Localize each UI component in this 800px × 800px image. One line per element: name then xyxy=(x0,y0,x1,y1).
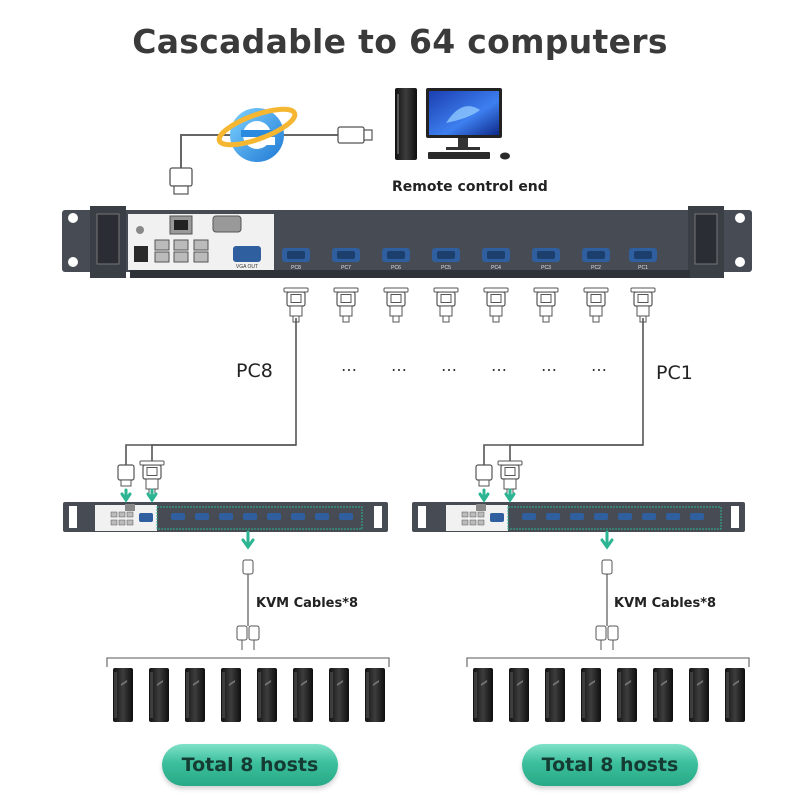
master-vga-port: PC7 xyxy=(332,248,360,271)
ellipsis-6: … xyxy=(591,356,607,375)
master-vga-port: PC5 xyxy=(432,248,460,271)
master-port-label: PC8 xyxy=(291,265,301,271)
kvm-cables-label-right: KVM Cables*8 xyxy=(614,596,717,611)
total-hosts-badge-left: Total 8 hosts xyxy=(162,744,338,786)
slave-kvm-switch xyxy=(63,460,390,722)
host-tower-icon xyxy=(617,668,637,722)
master-vga-port: PC8 xyxy=(282,248,310,271)
vga-connector-icon xyxy=(583,287,609,323)
host-tower-icon xyxy=(185,668,205,722)
master-kvm-switch: VGA OUT xyxy=(62,206,752,278)
slave-input-plugs xyxy=(475,460,523,503)
green-arrow-icon xyxy=(241,530,255,550)
master-ports: PC8 PC7 PC6 PC5 PC4 PC3 PC2 PC1 xyxy=(282,248,657,271)
ellipsis-1: … xyxy=(341,356,357,375)
pc1-branch-label: PC1 xyxy=(656,362,693,384)
kvm-cables-label-left: KVM Cables*8 xyxy=(256,596,359,611)
master-vga-port: PC4 xyxy=(482,248,510,271)
internet-explorer-icon xyxy=(216,106,298,162)
network-plug-icon xyxy=(169,126,373,195)
vga-connector-icon xyxy=(333,287,359,323)
green-arrow-icon xyxy=(600,530,614,550)
master-port-label: PC6 xyxy=(391,265,401,271)
host-computers xyxy=(113,668,385,722)
vga-connector-icon xyxy=(630,287,656,323)
green-arrow-icon xyxy=(478,488,490,503)
vga-connector-icon xyxy=(433,287,459,323)
host-tower-icon xyxy=(653,668,673,722)
host-tower-icon xyxy=(329,668,349,722)
master-vga-port: PC6 xyxy=(382,248,410,271)
master-port-label: PC4 xyxy=(491,265,501,271)
host-tower-icon xyxy=(473,668,493,722)
host-tower-icon xyxy=(221,668,241,722)
host-tower-icon xyxy=(293,668,313,722)
master-port-label: PC1 xyxy=(638,265,648,271)
host-tower-icon xyxy=(725,668,745,722)
host-bracket xyxy=(106,657,390,667)
slave-kvm-switch xyxy=(412,460,750,722)
host-tower-icon xyxy=(149,668,169,722)
internet-connection xyxy=(180,134,345,175)
ellipsis-3: … xyxy=(441,356,457,375)
vga-connector-icon xyxy=(483,287,509,323)
green-arrow-icon xyxy=(504,488,516,503)
master-port-label: PC2 xyxy=(591,265,601,271)
master-port-label: PC5 xyxy=(441,265,451,271)
vga-connector-icon xyxy=(383,287,409,323)
host-computers xyxy=(473,668,745,722)
page-title: Cascadable to 64 computers xyxy=(132,22,668,61)
host-tower-icon xyxy=(545,668,565,722)
host-tower-icon xyxy=(581,668,601,722)
master-cable-drops xyxy=(283,287,656,323)
host-tower-icon xyxy=(689,668,709,722)
master-vga-port: PC2 xyxy=(582,248,610,271)
ellipsis-label: … xyxy=(0,0,16,4)
ellipsis-5: … xyxy=(541,356,557,375)
ellipsis-4: … xyxy=(491,356,507,375)
green-arrow-icon xyxy=(146,488,158,503)
remote-computer-icon xyxy=(395,88,510,160)
slave-input-plugs xyxy=(117,460,165,503)
green-arrow-icon xyxy=(120,488,132,503)
master-vga-port: PC3 xyxy=(532,248,560,271)
master-port-label: PC3 xyxy=(541,265,551,271)
remote-control-label: Remote control end xyxy=(392,179,548,195)
kvm-cable-icon xyxy=(236,559,260,650)
master-vga-port: PC1 xyxy=(629,248,657,271)
cascade-cables xyxy=(125,318,644,470)
pc8-branch-label: PC8 xyxy=(236,360,273,382)
host-tower-icon xyxy=(365,668,385,722)
host-tower-icon xyxy=(113,668,133,722)
vga-connector-icon xyxy=(283,287,309,323)
host-tower-icon xyxy=(509,668,529,722)
kvm-cable-icon xyxy=(595,559,619,650)
slave-units xyxy=(63,460,750,722)
vga-connector-icon xyxy=(533,287,559,323)
total-hosts-badge-right: Total 8 hosts xyxy=(522,744,698,786)
master-port-label: PC7 xyxy=(341,265,351,271)
vga-out-label: VGA OUT xyxy=(236,264,258,270)
ellipsis-2: … xyxy=(391,356,407,375)
host-bracket xyxy=(466,657,750,667)
host-tower-icon xyxy=(257,668,277,722)
